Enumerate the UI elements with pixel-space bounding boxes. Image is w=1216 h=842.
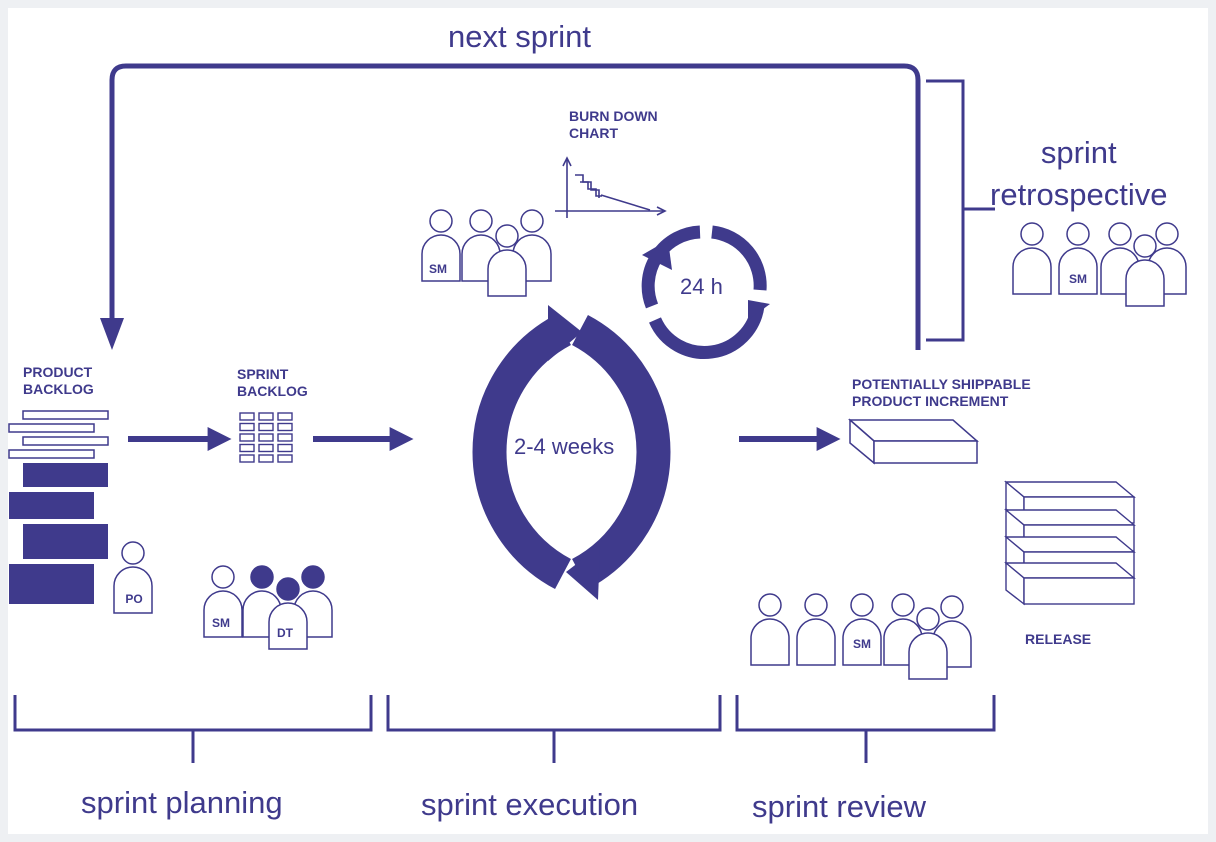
sm-tag-review: SM xyxy=(853,637,871,651)
product-backlog-label: PRODUCT BACKLOG xyxy=(23,364,94,397)
task-cell xyxy=(239,454,255,463)
person-icon xyxy=(268,577,308,650)
task-cell xyxy=(239,433,255,442)
increment-label: POTENTIALLY SHIPPABLE PRODUCT INCREMENT xyxy=(852,376,1031,409)
task-cell xyxy=(239,443,255,453)
person-icon xyxy=(1012,222,1052,295)
sprint-review-label: sprint review xyxy=(752,789,926,824)
increment-box-icon xyxy=(848,418,979,465)
sprint-planning-label: sprint planning xyxy=(81,785,283,820)
next-sprint-loop-arrow xyxy=(109,63,921,350)
person-icon xyxy=(796,593,836,666)
dt-tag: DT xyxy=(277,626,293,640)
person-icon xyxy=(1058,222,1098,295)
release-layer-front xyxy=(1023,577,1135,605)
task-cell xyxy=(277,412,293,421)
sm-tag-planning: SM xyxy=(212,616,230,630)
sm-tag-retrospective: SM xyxy=(1069,272,1087,286)
task-cell xyxy=(258,433,274,442)
sprint-retrospective-label: sprint retrospective xyxy=(990,135,1168,212)
task-cell xyxy=(277,443,293,453)
people-groups xyxy=(113,209,1187,680)
task-cell xyxy=(239,422,255,432)
burn-down-chart-label: BURN DOWN CHART xyxy=(569,108,658,141)
sprint-backlog-grid-icon xyxy=(239,412,293,463)
review-bracket xyxy=(735,695,996,763)
daily-cycle-label: 24 h xyxy=(680,274,723,299)
sprint-backlog-label: SPRINT BACKLOG xyxy=(237,366,308,399)
task-cell xyxy=(277,422,293,432)
task-cell xyxy=(277,433,293,442)
burn-down-chart-icon xyxy=(555,156,667,218)
diagram-panel xyxy=(8,8,1208,834)
execution-bracket xyxy=(386,695,722,763)
person-icon xyxy=(908,607,948,680)
person-icon xyxy=(487,224,527,297)
next-sprint-arrowhead-icon xyxy=(100,318,124,350)
person-icon xyxy=(1125,234,1165,307)
po-tag: PO xyxy=(125,592,143,606)
planning-bracket xyxy=(13,695,373,763)
person-icon xyxy=(842,593,882,666)
task-cell xyxy=(258,443,274,453)
sprint-cycle-label: 2-4 weeks xyxy=(514,434,615,459)
task-cell xyxy=(258,454,274,463)
retrospective-bracket xyxy=(926,79,995,342)
task-cell xyxy=(277,454,293,463)
person-icon xyxy=(203,565,243,638)
product-backlog-list-icon xyxy=(8,410,109,604)
release-label: RELEASE xyxy=(1025,631,1092,647)
task-cell xyxy=(239,412,255,421)
person-icon xyxy=(113,541,153,614)
task-cell xyxy=(258,412,274,421)
sm-tag-execution: SM xyxy=(429,262,447,276)
release-stack-icon xyxy=(1004,480,1136,606)
task-cell xyxy=(258,422,274,432)
person-icon xyxy=(750,593,790,666)
sprint-cycle-arrows-icon xyxy=(472,305,671,600)
daily-cycle-arrows-icon xyxy=(641,225,770,359)
person-icon xyxy=(421,209,461,282)
next-sprint-label: next sprint xyxy=(448,19,592,54)
sprint-execution-label: sprint execution xyxy=(421,787,639,822)
